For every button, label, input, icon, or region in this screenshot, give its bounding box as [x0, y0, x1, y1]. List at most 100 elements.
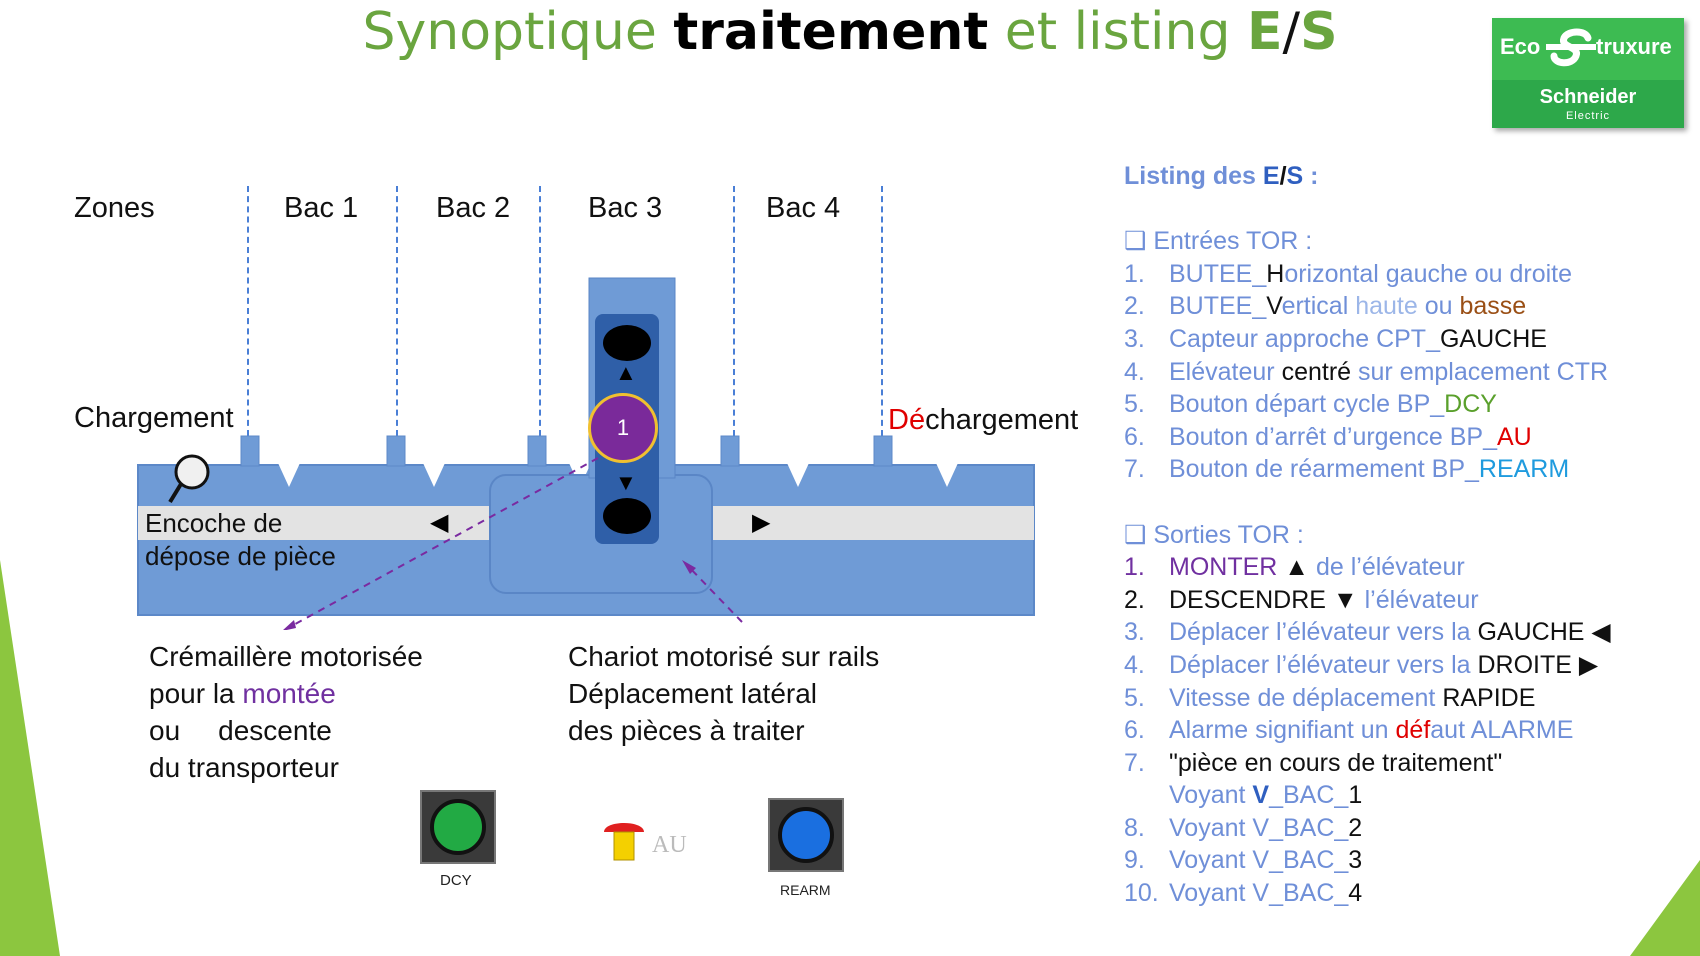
cremaillere-line-3b: descente: [218, 715, 332, 746]
entree-item: 3.Capteur approche CPT_GAUCHE: [1124, 323, 1611, 356]
entree-item: 6.Bouton d’arrêt d’urgence BP_AU: [1124, 421, 1611, 454]
sortie-num: 5.: [1124, 683, 1145, 712]
title-part-traitement: traitement: [673, 2, 989, 62]
encoche-line-2: dépose de pièce: [145, 541, 336, 571]
entree-item: 5.Bouton départ cycle BP_DCY: [1124, 388, 1611, 421]
entree-text: orizontal gauche ou droite: [1284, 259, 1573, 288]
entree-highlight: GAUCHE: [1439, 324, 1547, 353]
logo-electric-text: Electric: [1565, 110, 1611, 122]
cremaillere-line-2: pour la montée: [149, 675, 423, 712]
sortie-text: Voyant V_BAC_: [1169, 813, 1349, 842]
logo-s-icon: [1546, 28, 1596, 67]
listing-heading-colon: :: [1303, 162, 1319, 190]
decorative-left-triangle: [0, 560, 60, 956]
entree-highlight: H: [1266, 259, 1285, 288]
sortie-text: de l’élévateur: [1315, 553, 1465, 582]
notch: [787, 463, 809, 487]
sortie-text: Voyant V_BAC_: [1169, 846, 1349, 875]
au-button-icon[interactable]: [602, 816, 646, 862]
elevator-weight-top: [603, 325, 651, 361]
sortie-arrow: ▲: [1277, 553, 1316, 582]
entree-highlight: DCY: [1444, 390, 1497, 419]
entree-text: ertical: [1281, 292, 1356, 321]
entree-num: 1.: [1124, 259, 1145, 288]
entree-highlight: AU: [1497, 422, 1532, 451]
entree-highlight: REARM: [1478, 455, 1570, 484]
zone-separator: [396, 186, 398, 436]
sortie-num: 7.: [1124, 748, 1145, 777]
sortie-num: 1.: [1124, 553, 1145, 582]
logo-schneider-text: Schneider: [1539, 86, 1637, 108]
entree-item: 1.BUTEE_Horizontal gauche ou droite: [1124, 258, 1611, 291]
chariot-line-1: Chariot motorisé sur rails: [568, 641, 880, 672]
sortie-highlight: GAUCHE ◀: [1477, 618, 1611, 647]
sortie-item: 6.Alarme signifiant un défaut ALARME: [1124, 714, 1611, 747]
bac-post: [527, 435, 547, 467]
entree-text: Elévateur: [1169, 357, 1282, 386]
cremaillere-montee: montée: [242, 678, 336, 709]
entree-text: Bouton de réarmement BP_: [1169, 455, 1479, 484]
au-label: AU: [652, 832, 687, 858]
cremaillere-line-2a: pour la: [149, 678, 243, 709]
cremaillere-line-3: ou descente: [149, 712, 423, 749]
chariot-pointer: [685, 563, 743, 623]
entree-text: Capteur approche CPT_: [1169, 324, 1440, 353]
zone-separator: [733, 186, 735, 436]
entree-text: Bouton départ cycle BP_: [1169, 390, 1445, 419]
dcy-button[interactable]: [420, 790, 496, 864]
listing-heading-s: S: [1286, 162, 1304, 190]
entrees-title: ❑ Entrées TOR :: [1124, 227, 1313, 256]
listing-heading-a: Listing des: [1124, 162, 1263, 190]
sortie-text: Voyant V_BAC_: [1169, 879, 1349, 908]
dcy-label: DCY: [440, 872, 472, 889]
rail-left: [138, 506, 498, 540]
bac-post: [240, 435, 260, 467]
chargement-label: Chargement: [74, 402, 234, 434]
sortie-num: 2.: [1124, 585, 1145, 614]
sortie-item: 1. MONTER ▲ de l’élévateur: [1124, 551, 1611, 584]
sortie-highlight: 2: [1348, 813, 1363, 842]
entree-text: sur emplacement CTR: [1351, 357, 1609, 386]
sortie-item: Voyant V_BAC_1: [1124, 779, 1611, 812]
cremaillere-pointer-head: [283, 620, 296, 630]
title-part-listing: et listing: [988, 2, 1247, 62]
entree-text: ou: [1417, 292, 1460, 321]
arrow-right-icon: ▶: [752, 509, 771, 536]
dcy-button-cap: [430, 799, 486, 855]
sortie-text: aut ALARME: [1430, 716, 1574, 745]
title-part-e: E: [1247, 2, 1283, 62]
rearm-button[interactable]: [768, 798, 844, 872]
sortie-highlight: MONTER: [1169, 553, 1278, 582]
bac3-label: Bac 3: [588, 192, 663, 224]
sortie-arrow: ▼: [1325, 585, 1365, 614]
magnifier-handle: [168, 482, 183, 504]
dechargement-prefix: Dé: [888, 404, 926, 436]
magnifier-lens: [174, 454, 210, 490]
sortie-item: 10.Voyant V_BAC_4: [1124, 877, 1611, 910]
sortie-item: 3.Déplacer l’élévateur vers la GAUCHE ◀: [1124, 616, 1611, 649]
notch: [278, 463, 300, 487]
dechargement-suffix: chargement: [925, 404, 1079, 436]
elevator-number-icon: 1: [588, 393, 658, 463]
chariot-caption: Chariot motorisé sur rails Déplacement l…: [568, 638, 879, 749]
encoche-line-1: Encoche de: [145, 508, 283, 538]
decorative-right-triangle: [1630, 860, 1700, 956]
entree-num: 4.: [1124, 357, 1145, 386]
cremaillere-line-3a: ou: [149, 715, 181, 746]
sortie-highlight: DESCENDRE: [1169, 585, 1326, 614]
arrow-left-icon: ◀: [430, 509, 449, 536]
cremaillere-line-4: du transporteur: [149, 752, 339, 783]
elevator-weight-bottom: [603, 498, 651, 534]
sortie-num: 4.: [1124, 650, 1145, 679]
title-part-synoptique: Synoptique: [362, 2, 674, 62]
listing-heading: Listing des E/S :: [1124, 160, 1611, 193]
sortie-text: l’élévateur: [1364, 585, 1479, 614]
entree-text: BUTEE_: [1169, 292, 1267, 321]
sortie-num: 9.: [1124, 846, 1145, 875]
sortie-text: Alarme signifiant un: [1169, 716, 1396, 745]
notch: [423, 463, 445, 487]
bac4-label: Bac 4: [766, 192, 841, 224]
es-listing: Listing des E/S : ❑ Entrées TOR : 1.BUTE…: [1124, 160, 1611, 910]
sortie-highlight: 4: [1348, 879, 1363, 908]
